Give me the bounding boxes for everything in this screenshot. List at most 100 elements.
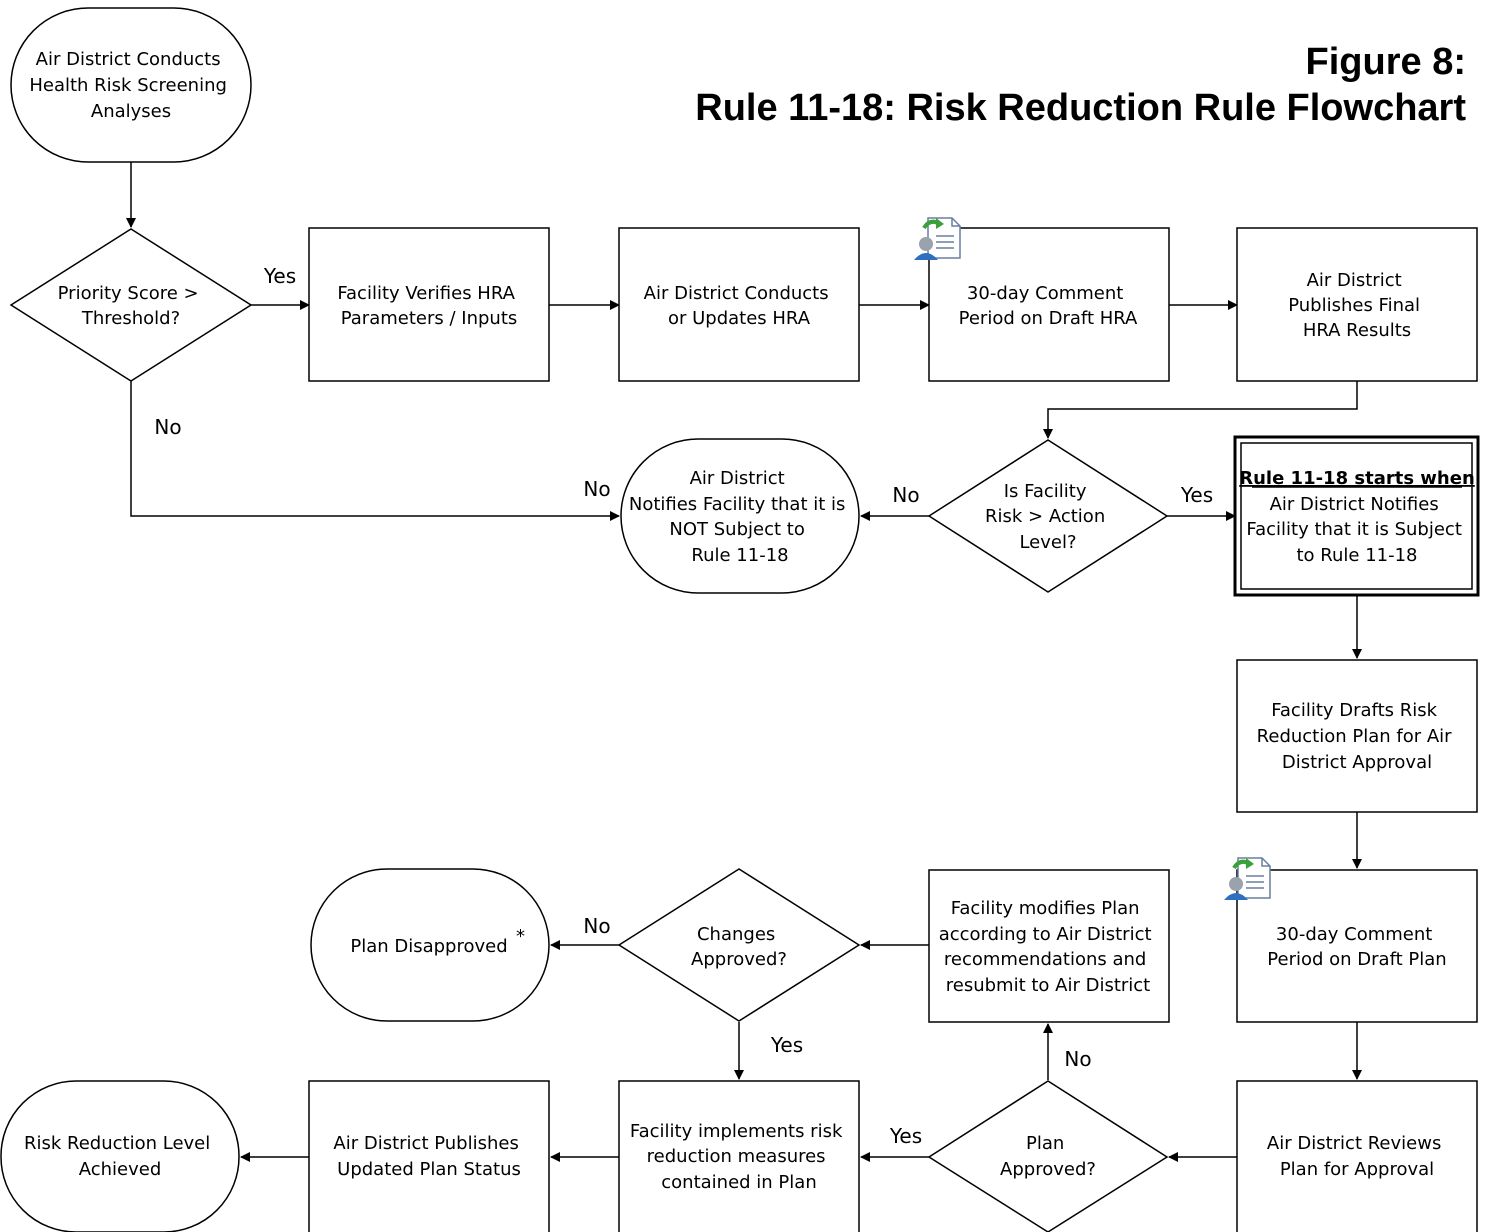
publishes-final-hra-node: Air District Publishes Final HRA Results (1236, 227, 1478, 382)
rule-starts-line: Facility that it is Subject (1246, 519, 1462, 540)
publishes-final-hra-line: Publishes Final (1288, 295, 1420, 316)
comment-draft-hra-node: 30-day Comment Period on Draft HRA (928, 227, 1170, 382)
comment-draft-plan-line: Period on Draft Plan (1267, 949, 1446, 970)
district-conducts-hra-node: Air District Conducts or Updates HRA (618, 227, 860, 382)
rule-starts-node: Rule 11-18 starts when Air District Noti… (1233, 435, 1480, 597)
svg-text:30-day Comment Period on: 30-day Comment Period on Draft Plan (1267, 924, 1446, 970)
priority-score-decision: Priority Score > Threshold? (9, 228, 253, 382)
implements-measures-line: reduction measures (647, 1146, 826, 1167)
comment-draft-hra-line: 30-day Comment (967, 283, 1123, 304)
changes-decision-line: Changes (697, 924, 775, 945)
publishes-final-hra-line: HRA Results (1303, 320, 1411, 341)
modifies-plan-line: resubmit to Air District (946, 975, 1151, 996)
modifies-plan-line: according to Air District (939, 924, 1152, 945)
risk-achieved-node: Risk Reduction Level Achieved (0, 1080, 240, 1232)
svg-text:Changes Approved?: Changes Approved? (691, 924, 787, 970)
comment-document-icon (1224, 857, 1271, 900)
reviews-plan-line: Plan for Approval (1280, 1159, 1434, 1180)
not-subject-line: Air District (690, 468, 785, 489)
start-screening-line: Analyses (91, 101, 171, 122)
svg-text:Risk Reduction Level Ach: Risk Reduction Level Achieved (24, 1133, 216, 1180)
reviews-plan-line: Air District Reviews (1267, 1133, 1441, 1154)
rule-starts-line: Air District Notifies (1270, 494, 1439, 515)
svg-text:Facility modifies Plan a: Facility modifies Plan according to Air … (939, 898, 1158, 996)
implements-measures-line: Facility implements risk (630, 1121, 843, 1142)
svg-text:30-day Comment Period on: 30-day Comment Period on Draft HRA (959, 283, 1138, 329)
edge-label-changes-yes: Yes (770, 1033, 803, 1057)
svg-text:Air District Conducts He: Air District Conducts Health Risk Screen… (29, 49, 232, 122)
plan-disapproved-footnote-mark: * (516, 926, 525, 947)
facility-verifies-line: Parameters / Inputs (341, 308, 518, 329)
svg-text:Air District Publishes U: Air District Publishes Updated Plan Stat… (333, 1133, 524, 1180)
drafts-plan-line: District Approval (1282, 752, 1432, 773)
publishes-status-line: Air District Publishes (333, 1133, 518, 1154)
not-subject-line: NOT Subject to (669, 519, 804, 540)
modifies-plan-node: Facility modifies Plan according to Air … (928, 869, 1170, 1023)
svg-text:Air District Notifies Fa: Air District Notifies Facility that it i… (1246, 494, 1467, 566)
edge-label-changes-no: No (583, 914, 610, 938)
plan-disapproved-node: Plan Disapproved * (310, 868, 550, 1022)
edge-label-plan-yes: Yes (889, 1124, 922, 1148)
plan-approved-decision: Plan Approved? (927, 1080, 1169, 1232)
drafts-plan-line: Reduction Plan for Air (1257, 726, 1453, 747)
edge-label-risk-yes: Yes (1180, 483, 1213, 507)
rule-starts-line: to Rule 11-18 (1297, 545, 1418, 566)
svg-text:Facility Verifies HRA Pa: Facility Verifies HRA Parameters / Input… (337, 283, 520, 329)
svg-text:Air District Publishes F: Air District Publishes Final HRA Results (1288, 270, 1426, 341)
start-screening-line: Air District Conducts (36, 49, 221, 70)
comment-draft-plan-node: 30-day Comment Period on Draft Plan (1236, 869, 1478, 1023)
plan-disapproved-label: Plan Disapproved (350, 936, 507, 957)
start-screening-node: Air District Conducts Health Risk Screen… (10, 7, 252, 163)
comment-document-icon (914, 217, 961, 260)
comment-draft-hra-line: Period on Draft HRA (959, 308, 1138, 329)
implements-measures-line: contained in Plan (661, 1172, 816, 1193)
risk-achieved-line: Achieved (79, 1159, 162, 1180)
publishes-final-hra-line: Air District (1307, 270, 1402, 291)
risk-decision-line: Level? (1019, 532, 1076, 553)
district-conducts-hra-line: or Updates HRA (668, 308, 811, 329)
district-conducts-hra-line: Air District Conducts (644, 283, 829, 304)
implements-measures-node: Facility implements risk reduction measu… (618, 1080, 860, 1232)
svg-text:Air District Conducts or: Air District Conducts or Updates HRA (644, 283, 835, 329)
comment-draft-plan-line: 30-day Comment (1276, 924, 1432, 945)
edge-label-not-subject-no: No (583, 477, 610, 501)
risk-decision-line: Is Facility (1004, 481, 1087, 502)
risk-achieved-line: Risk Reduction Level (24, 1133, 210, 1154)
svg-text:Facility implements risk: Facility implements risk reduction measu… (630, 1121, 848, 1193)
rule-starts-heading: Rule 11-18 starts when (1239, 468, 1475, 489)
svg-text:Plan Approved?: Plan Approved? (1000, 1133, 1096, 1180)
risk-action-level-decision: Is Facility Risk > Action Level? (927, 439, 1169, 593)
edge-label-priority-no: No (154, 415, 181, 439)
publishes-status-node: Air District Publishes Updated Plan Stat… (308, 1080, 550, 1232)
svg-text:Priority Score > Thresho: Priority Score > Threshold? (58, 283, 205, 329)
publishes-status-line: Updated Plan Status (337, 1159, 521, 1180)
plan-decision-line: Plan (1026, 1133, 1064, 1154)
plan-decision-line: Approved? (1000, 1159, 1096, 1180)
edge-label-priority-yes: Yes (263, 264, 296, 288)
svg-text:Air District Reviews Pla: Air District Reviews Plan for Approval (1267, 1133, 1447, 1180)
facility-verifies-node: Facility Verifies HRA Parameters / Input… (308, 227, 550, 382)
connectors (126, 162, 1362, 1162)
modifies-plan-line: recommendations and (944, 949, 1146, 970)
drafts-plan-line: Facility Drafts Risk (1271, 700, 1437, 721)
not-subject-line: Notifies Facility that it is (629, 494, 846, 515)
modifies-plan-line: Facility modifies Plan (951, 898, 1140, 919)
priority-decision-line: Priority Score > (58, 283, 199, 304)
figure-number: Figure 8: (1306, 41, 1466, 83)
risk-decision-line: Risk > Action (985, 506, 1105, 527)
edge-label-risk-no: No (892, 483, 919, 507)
drafts-plan-node: Facility Drafts Risk Reduction Plan for … (1236, 659, 1478, 813)
not-subject-line: Rule 11-18 (691, 545, 788, 566)
facility-verifies-line: Facility Verifies HRA (337, 283, 515, 304)
svg-text:Is Facility Risk > Actio: Is Facility Risk > Action Level? (985, 481, 1111, 553)
svg-text:Facility Drafts Risk Red: Facility Drafts Risk Reduction Plan for … (1257, 700, 1458, 773)
reviews-plan-node: Air District Reviews Plan for Approval (1236, 1080, 1478, 1232)
not-subject-node: Air District Notifies Facility that it i… (620, 438, 860, 594)
priority-decision-line: Threshold? (81, 308, 180, 329)
figure-title: Rule 11-18: Risk Reduction Rule Flowchar… (695, 87, 1466, 129)
changes-approved-decision: Changes Approved? (617, 868, 861, 1022)
svg-text:Air District Notifies Fa: Air District Notifies Facility that it i… (629, 468, 851, 566)
edge-label-plan-no: No (1064, 1047, 1091, 1071)
